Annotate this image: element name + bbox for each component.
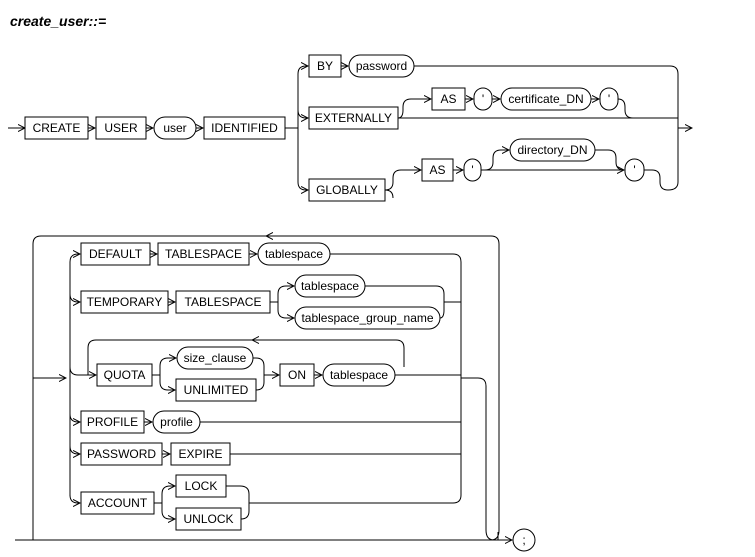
- globally-keyword: [308, 178, 386, 202]
- profile-keyword-text: PROFILE: [87, 415, 138, 429]
- tablespace-group-name-term: [294, 306, 441, 330]
- identified-keyword: [203, 116, 286, 140]
- by-keyword: [308, 54, 342, 78]
- tablespace-keyword-temporary-text: TABLESPACE: [185, 295, 262, 309]
- identified-keyword-text: IDENTIFIED: [211, 121, 278, 135]
- lock-keyword-text: LOCK: [185, 479, 218, 493]
- user-keyword-text: USER: [104, 121, 138, 135]
- as-keyword-globally: [421, 158, 454, 182]
- on-keyword: [279, 363, 315, 387]
- expire-keyword-text: EXPIRE: [178, 447, 222, 461]
- profile-term: [152, 410, 201, 434]
- tablespace-term-default: [257, 242, 331, 266]
- password-keyword: [80, 442, 163, 466]
- tablespace-term-quota: [322, 363, 396, 387]
- quote-close-globally: [624, 158, 645, 182]
- bottom-diagram-lines: [15, 236, 512, 540]
- directory-dn-term-text: directory_DN: [517, 143, 587, 157]
- tablespace-term-quota-text: tablespace: [330, 368, 388, 382]
- default-keyword: [80, 242, 151, 266]
- unlock-keyword: [175, 507, 242, 531]
- externally-keyword-text: EXTERNALLY: [315, 111, 392, 125]
- create-keyword: [24, 116, 89, 140]
- tablespace-keyword-temporary: [175, 290, 271, 314]
- quote-close-globally-text: ': [633, 163, 635, 177]
- account-keyword-text: ACCOUNT: [88, 496, 148, 510]
- unlimited-keyword-text: UNLIMITED: [184, 383, 249, 397]
- directory-dn-term: [509, 138, 596, 162]
- default-keyword-text: DEFAULT: [89, 247, 143, 261]
- quote-open-externally-text: ': [482, 92, 484, 106]
- globally-keyword-text: GLOBALLY: [316, 183, 378, 197]
- temporary-keyword-text: TEMPORARY: [87, 295, 163, 309]
- tablespace-keyword-default-text: TABLESPACE: [165, 247, 242, 261]
- user-term-text: user: [163, 121, 186, 135]
- profile-keyword: [80, 410, 145, 434]
- quote-open-globally-text: ': [471, 163, 473, 177]
- tablespace-term-temporary: [294, 274, 366, 298]
- tablespace-group-name-term-text: tablespace_group_name: [301, 311, 433, 325]
- quota-keyword: [96, 363, 153, 387]
- size-clause-term-text: size_clause: [184, 351, 247, 365]
- top-diagram-nodes: CREATE USER user IDENTIFIED BY password …: [24, 54, 645, 202]
- expire-keyword: [170, 442, 231, 466]
- quote-open-externally: [473, 87, 493, 111]
- size-clause-term: [176, 346, 254, 370]
- on-keyword-text: ON: [288, 368, 306, 382]
- user-term: [153, 116, 197, 140]
- quote-close-externally: [599, 87, 619, 111]
- bottom-diagram-nodes: DEFAULT TABLESPACE tablespace TEMPORARY …: [80, 242, 536, 552]
- account-keyword: [80, 491, 155, 515]
- top-diagram-lines: [8, 66, 692, 199]
- semicolon-term: [512, 528, 536, 552]
- temporary-keyword: [80, 290, 169, 314]
- certificate-dn-term-text: certificate_DN: [508, 92, 583, 106]
- lock-keyword: [175, 474, 227, 498]
- create-keyword-text: CREATE: [33, 121, 81, 135]
- unlock-keyword-text: UNLOCK: [183, 512, 233, 526]
- diagram-title: create_user::=: [10, 13, 107, 29]
- quote-open-globally: [463, 158, 482, 182]
- tablespace-keyword-default: [157, 242, 250, 266]
- quote-close-externally-text: ': [608, 92, 610, 106]
- tablespace-term-default-text: tablespace: [265, 247, 323, 261]
- semicolon-term-text: ;: [522, 533, 525, 547]
- certificate-dn-term: [500, 87, 592, 111]
- externally-keyword: [308, 106, 399, 130]
- by-keyword-text: BY: [317, 59, 333, 73]
- as-keyword-externally-text: AS: [440, 92, 456, 106]
- tablespace-term-temporary-text: tablespace: [301, 279, 359, 293]
- password-keyword-text: PASSWORD: [87, 447, 156, 461]
- as-keyword-globally-text: AS: [429, 163, 445, 177]
- quota-keyword-text: QUOTA: [104, 368, 146, 382]
- as-keyword-externally: [431, 87, 466, 111]
- unlimited-keyword: [175, 378, 257, 402]
- profile-term-text: profile: [160, 415, 193, 429]
- password-term-text: password: [356, 59, 407, 73]
- user-keyword: [95, 116, 147, 140]
- password-term: [348, 54, 415, 78]
